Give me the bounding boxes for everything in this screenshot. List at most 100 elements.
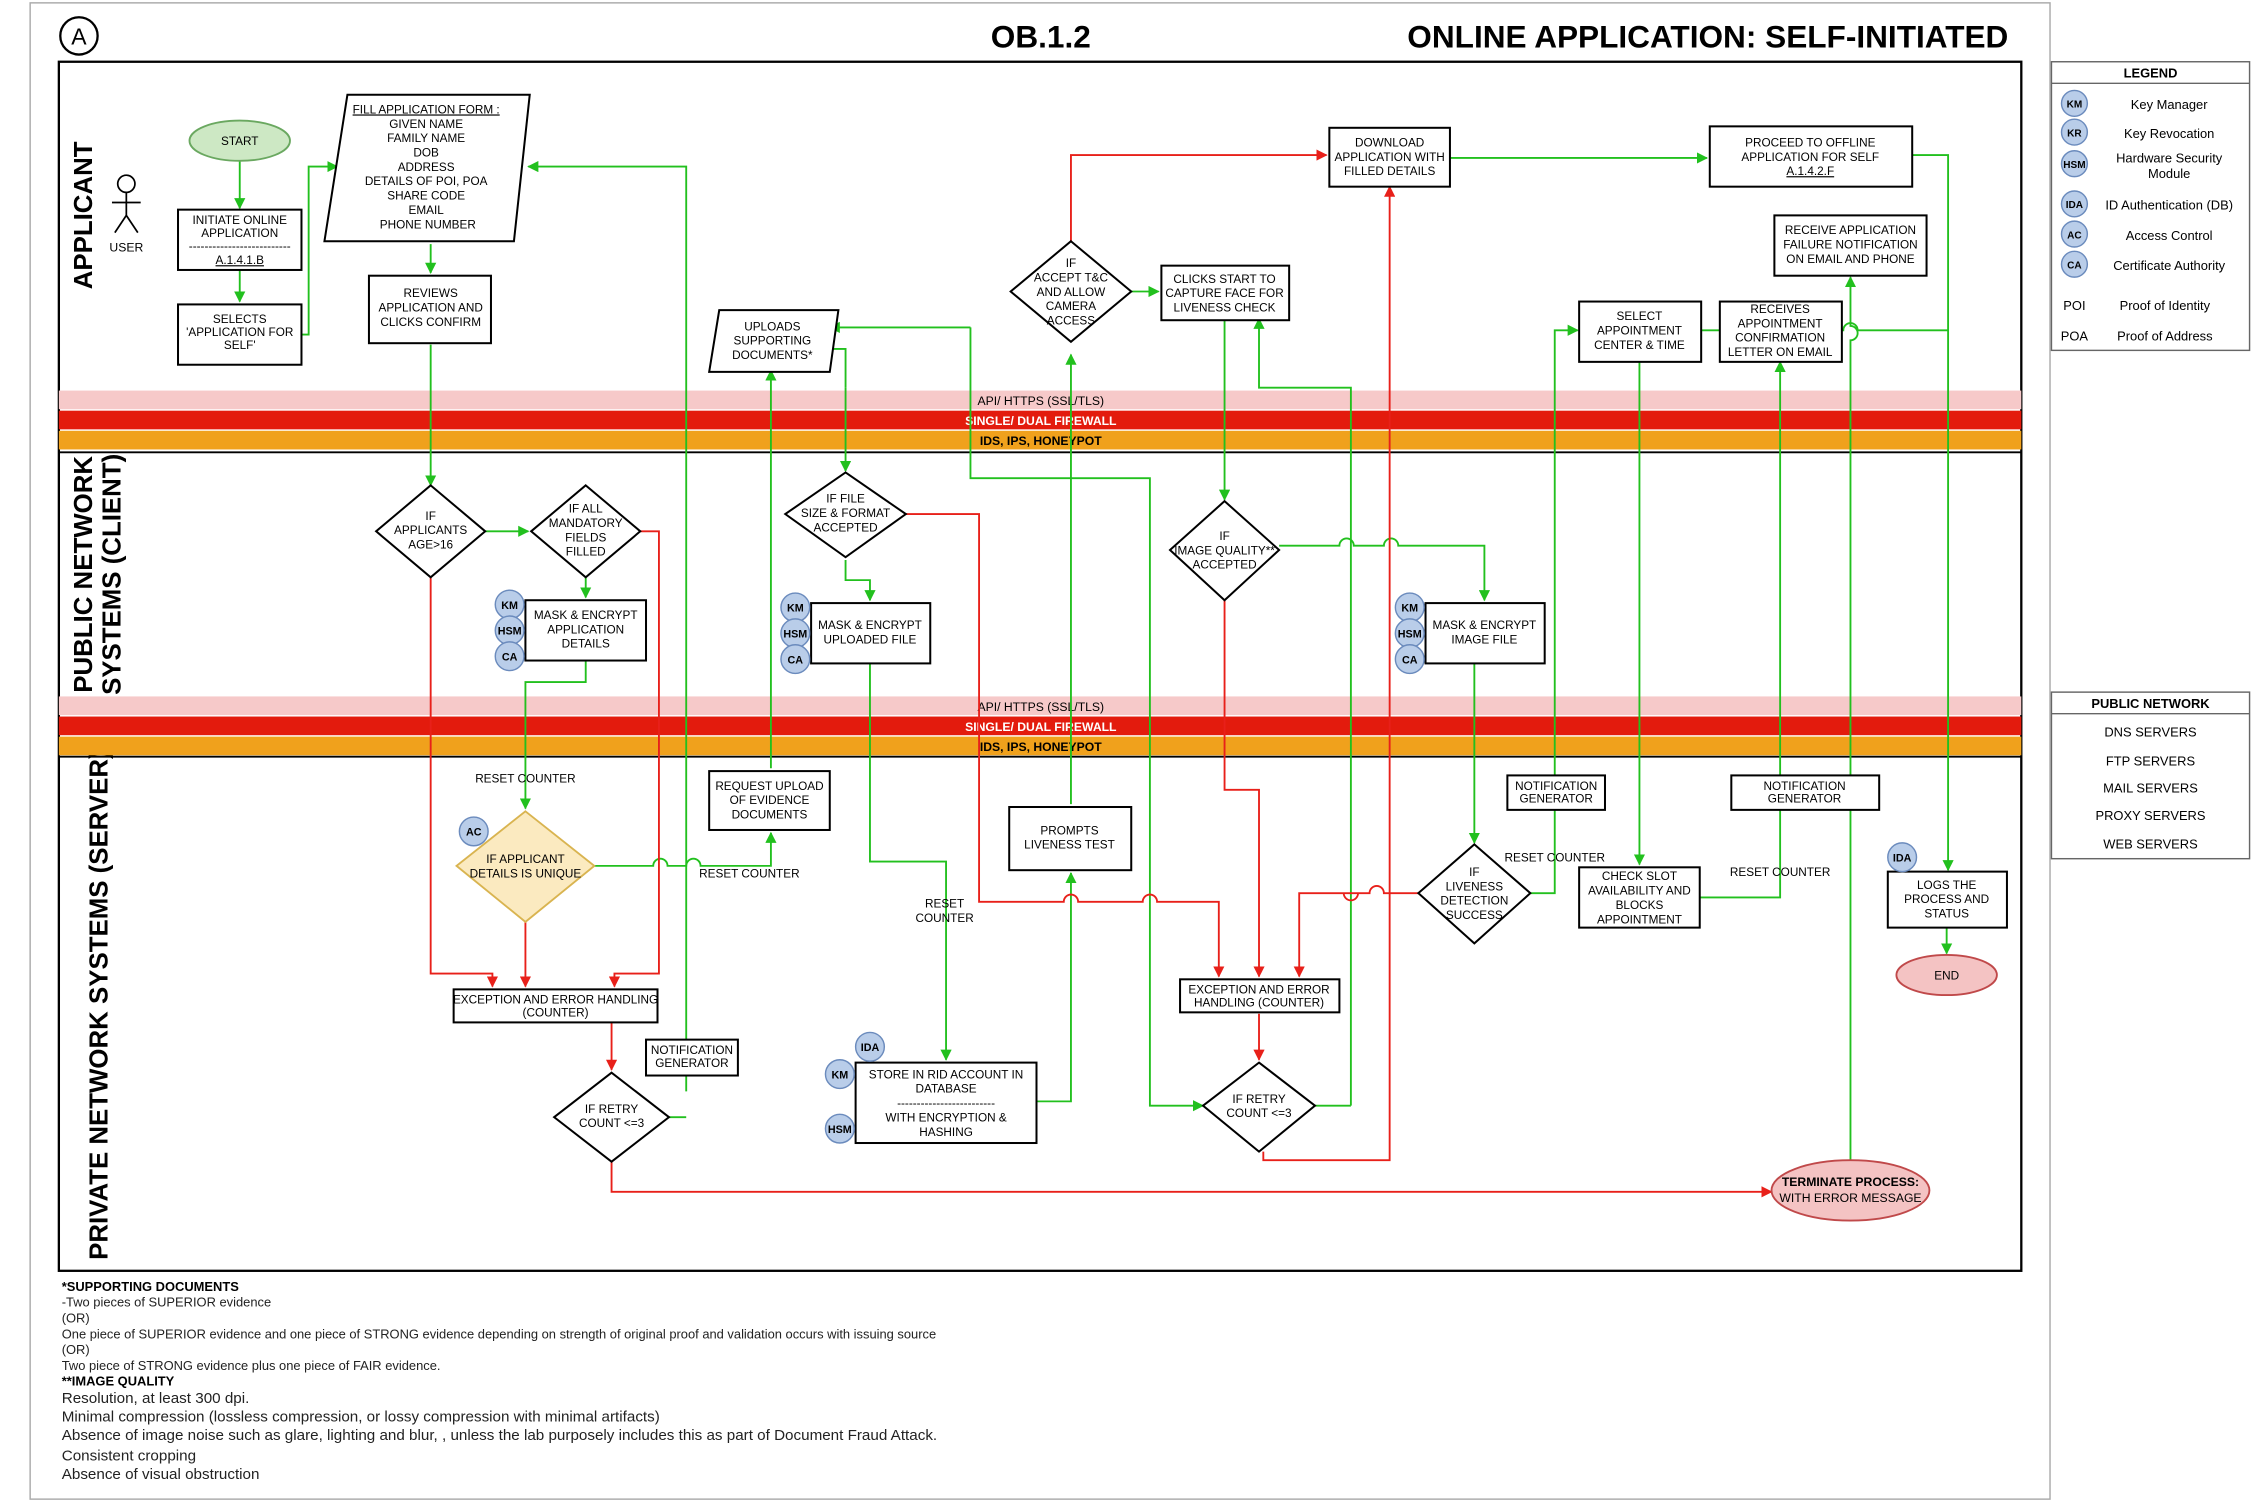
- svg-text:KM: KM: [1401, 603, 1418, 615]
- lane-client-line2: SYSTEMS (CLIENT): [99, 454, 127, 695]
- svg-text:TERMINATE PROCESS:: TERMINATE PROCESS:: [1782, 1175, 1919, 1189]
- api-band-top: [58, 390, 2022, 410]
- svg-text:IDA: IDA: [2066, 200, 2083, 211]
- svg-text:HSM: HSM: [498, 626, 522, 638]
- km-badge: KM: [824, 1059, 855, 1090]
- public-network-item: WEB SERVERS: [2103, 837, 2198, 852]
- user-label: USER: [109, 240, 143, 254]
- firewall-label-top: SINGLE/ DUAL FIREWALL: [965, 414, 1117, 428]
- ac-badge: AC: [458, 816, 489, 847]
- user-icon: USER: [109, 174, 143, 254]
- red-connectors: [429, 149, 1773, 1198]
- svg-text:FILL APPLICATION FORM :: FILL APPLICATION FORM : GIVEN NAME FAMIL…: [353, 103, 503, 231]
- quality-note: Resolution, at least 300 dpi.: [62, 1390, 250, 1407]
- svg-text:POA: POA: [2061, 328, 2089, 343]
- ida-badge: IDA: [1887, 842, 1918, 873]
- ids-label-mid: IDS, IPS, HONEYPOT: [980, 740, 1102, 754]
- svg-text:Access Control: Access Control: [2126, 228, 2213, 243]
- ida-badge: IDA: [854, 1031, 886, 1062]
- supporting-note: -Two pieces of SUPERIOR evidence: [62, 1295, 271, 1310]
- svg-text:HSM: HSM: [783, 629, 807, 641]
- svg-text:HSM: HSM: [828, 1124, 852, 1136]
- km-badge: KM: [494, 589, 525, 620]
- hsm-badge: HSM: [494, 615, 525, 646]
- supporting-note: Two piece of STRONG evidence plus one pi…: [62, 1358, 441, 1373]
- svg-text:HSM: HSM: [1398, 629, 1422, 641]
- quality-note: Absence of image noise such as glare, li…: [62, 1427, 937, 1444]
- supporting-docs-title: *SUPPORTING DOCUMENTS: [62, 1279, 239, 1294]
- firewall-label-mid: SINGLE/ DUAL FIREWALL: [965, 720, 1117, 734]
- svg-text:Key Revocation: Key Revocation: [2124, 126, 2214, 141]
- end-node: END: [1895, 953, 1998, 997]
- green-connectors: [234, 152, 1954, 1161]
- svg-text:IDA: IDA: [861, 1042, 880, 1054]
- ca-badge: CA: [780, 644, 811, 675]
- km-badge: KM: [1394, 592, 1425, 623]
- footnotes: *SUPPORTING DOCUMENTS -Two pieces of SUP…: [62, 1279, 937, 1483]
- hsm-badge: HSM: [780, 618, 811, 649]
- svg-text:KR: KR: [2067, 128, 2082, 139]
- legend-title: LEGEND: [2124, 66, 2178, 81]
- svg-text:ID Authentication (DB): ID Authentication (DB): [2105, 198, 2233, 213]
- lane-client-line1: PUBLIC NETWORK: [70, 456, 98, 693]
- legend-item-kr: KR Key Revocation: [2060, 118, 2214, 146]
- svg-text:Key Manager: Key Manager: [2131, 97, 2208, 112]
- lane-server: PRIVATE NETWORK SYSTEMS (SERVER): [86, 750, 114, 1260]
- svg-text:CA: CA: [502, 652, 518, 664]
- public-network-item: MAIL SERVERS: [2103, 781, 2198, 796]
- reset-counter-label-2: RESET COUNTER: [699, 867, 799, 880]
- public-network-item: DNS SERVERS: [2104, 725, 2197, 740]
- public-network-panel: PUBLIC NETWORK DNS SERVERS FTP SERVERS M…: [2050, 691, 2251, 860]
- svg-text:START: START: [221, 135, 258, 148]
- svg-text:EXCEPTION AND ERROR HANDLING(C: EXCEPTION AND ERROR HANDLING(COUNTER): [453, 994, 658, 1020]
- hsm-badge: HSM: [1394, 618, 1425, 649]
- svg-text:CA: CA: [788, 654, 804, 666]
- svg-text:AC: AC: [2067, 230, 2082, 241]
- svg-text:KM: KM: [831, 1069, 848, 1081]
- supporting-note: (OR): [62, 1311, 90, 1326]
- api-label-mid: API/ HTTPS (SSL/TLS): [977, 700, 1104, 714]
- swimlane-frame: [57, 60, 2023, 1272]
- quality-note: Minimal compression (lossless compressio…: [62, 1409, 660, 1426]
- public-network-title: PUBLIC NETWORK: [2091, 696, 2210, 711]
- section-circle: [59, 16, 99, 56]
- section-letter: A: [71, 24, 87, 50]
- badges: KM HSM CA KM HSM CA KM HSM CA AC IDA KM …: [458, 589, 1918, 1144]
- svg-text:END: END: [1934, 969, 1959, 982]
- terminate-process-node: TERMINATE PROCESS: WITH ERROR MESSAGE: [1770, 1159, 1931, 1222]
- km-badge: KM: [780, 592, 811, 623]
- firewall-band-mid: [58, 716, 2022, 736]
